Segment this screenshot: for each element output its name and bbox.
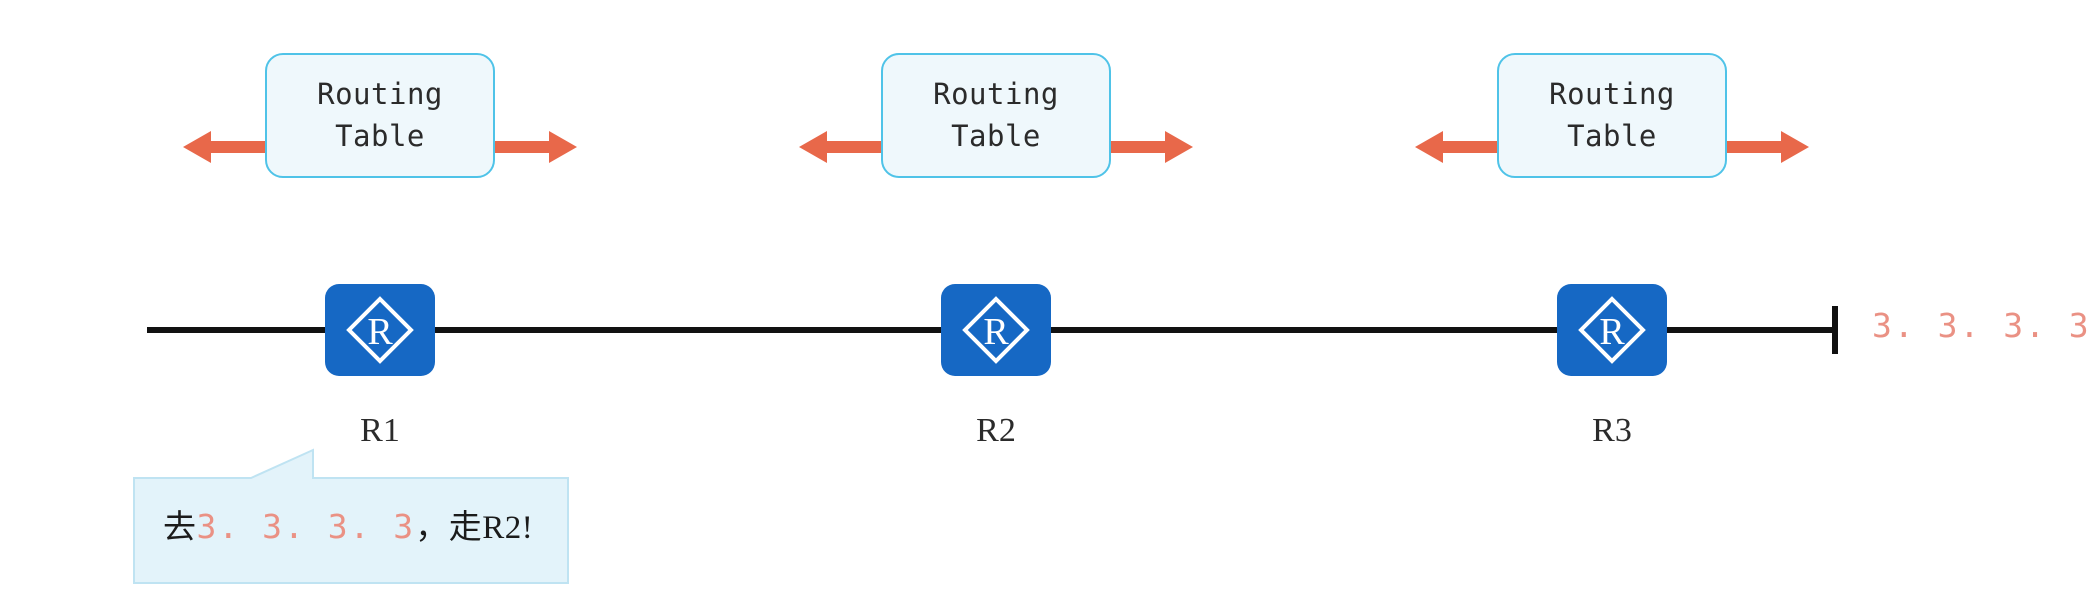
arrow-left-icon-1 — [181, 125, 265, 169]
routing-table-label-line1: Routing — [317, 77, 443, 112]
routing-table-label-line2: Table — [951, 118, 1041, 153]
arrow-left-icon-2 — [797, 125, 881, 169]
svg-text:R: R — [983, 311, 1009, 353]
arrow-right-icon-1 — [495, 125, 579, 169]
callout-suffix: ，走 — [415, 507, 483, 546]
router-icon-r1[interactable]: R — [325, 284, 435, 376]
callout-bang: ! — [521, 510, 534, 546]
arrow-right-icon-3 — [1727, 125, 1811, 169]
routing-table-label-line2: Table — [1567, 118, 1657, 153]
arrow-left-icon-3 — [1413, 125, 1497, 169]
routing-table-box-2: Routing Table — [881, 53, 1111, 178]
svg-text:R: R — [367, 311, 393, 353]
arrow-right-icon-2 — [1111, 125, 1195, 169]
callout-target: R2 — [482, 510, 522, 546]
endpoint-ip-label: 3. 3. 3. 3 — [1872, 306, 2091, 345]
routing-table-label-line1: Routing — [1549, 77, 1675, 112]
router-icon-r3[interactable]: R — [1557, 284, 1667, 376]
router-label-r3: R3 — [1592, 412, 1632, 449]
callout-prefix: 去 — [163, 507, 197, 546]
callout-text: 去3. 3. 3. 3，走R2! — [163, 500, 533, 548]
router-label-r2: R2 — [976, 412, 1016, 449]
routing-table-box-1: Routing Table — [265, 53, 495, 178]
router-label-r1: R1 — [360, 412, 400, 449]
line-terminator-icon — [1832, 306, 1838, 354]
callout-ip: 3. 3. 3. 3 — [196, 507, 416, 546]
callout-bubble: 去3. 3. 3. 3，走R2! — [133, 443, 569, 585]
routing-table-label-line1: Routing — [933, 77, 1059, 112]
routing-table-box-3: Routing Table — [1497, 53, 1727, 178]
router-icon-r2[interactable]: R — [941, 284, 1051, 376]
svg-text:R: R — [1599, 311, 1625, 353]
routing-table-label-line2: Table — [335, 118, 425, 153]
